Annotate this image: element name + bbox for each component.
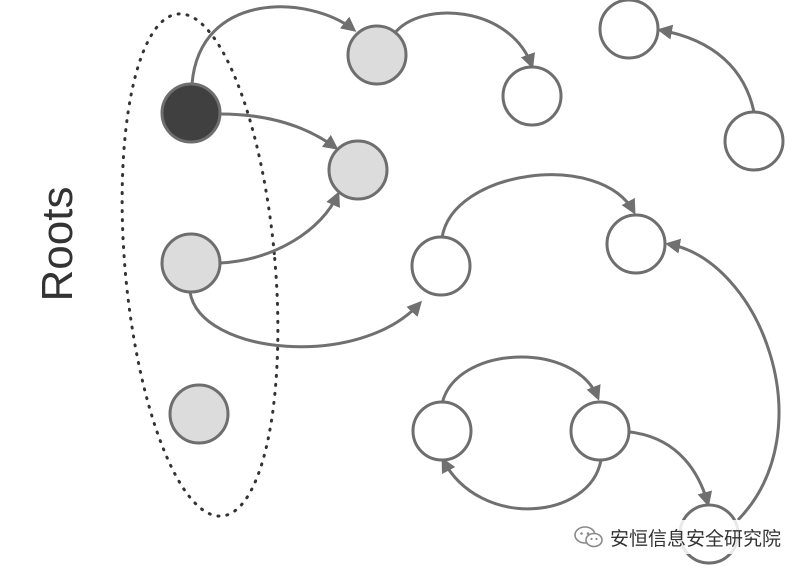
node-white-c [723, 110, 785, 172]
reachable-node-gray-top [346, 24, 408, 86]
edges [188, 5, 781, 522]
node-white-b [598, 0, 660, 60]
nodes [160, 0, 785, 565]
root-node-dark [160, 82, 222, 144]
edge-white-h-to-white-e [665, 238, 781, 522]
edge-root-gray-1-to-white-d [188, 291, 423, 349]
edge-white-f-to-white-g [440, 355, 601, 405]
node-white-a [501, 65, 563, 127]
edge-root-dark-to-reach-gray-mid [219, 112, 339, 150]
node-white-d [410, 235, 472, 297]
edge-reach-gray-top-to-white-a [392, 11, 535, 69]
node-white-f [411, 400, 473, 462]
roots-boundary-ellipse [120, 12, 280, 518]
edge-white-g-to-white-f [441, 457, 603, 511]
edge-root-dark-to-reach-gray-top [190, 5, 357, 85]
watermark-text: 安恒信息安全研究院 [610, 527, 782, 550]
edge-white-g-to-white-h [629, 430, 713, 507]
watermark: 安恒信息安全研究院 [570, 520, 786, 554]
edge-white-d-to-white-e [440, 173, 636, 239]
roots-label: Roots [33, 187, 82, 302]
root-node-gray-1 [160, 232, 222, 294]
reachable-node-gray-mid [327, 139, 389, 201]
wechat-icon [574, 525, 604, 549]
node-white-e [605, 213, 667, 275]
node-white-g [569, 400, 631, 462]
edge-root-gray-1-to-reach-gray-mid [219, 191, 340, 265]
root-node-gray-2 [168, 383, 230, 445]
edge-white-c-to-white-b [657, 24, 756, 113]
